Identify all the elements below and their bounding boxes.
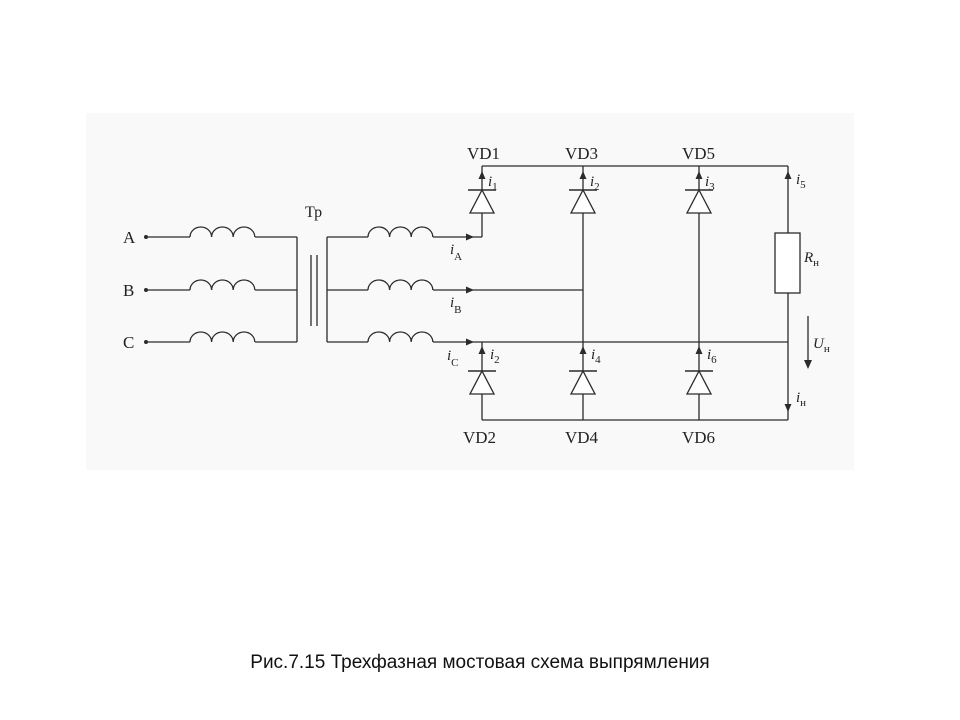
current-label-in: iн [796,390,806,409]
terminal-c-dot [144,340,148,344]
current-label-ib: iB [450,295,462,316]
current-arrow-ia [466,233,474,241]
current-arrow-i6 [695,346,703,354]
diode-label-vd6: VD6 [682,428,715,447]
diode-label-vd3: VD3 [565,144,598,163]
figure-caption: Рис.7.15 Трехфазная мостовая схема выпря… [250,652,710,673]
current-label-i6: i6 [707,347,717,366]
current-arrow-i4 [579,346,587,354]
load-resistor-label: Rн [803,250,819,269]
diode-vd5-symbol [685,188,713,214]
transformer-label: Тр [305,204,322,221]
current-label-i1: i1 [488,174,498,193]
diode-vd6-symbol [685,369,713,395]
diode-vd3-symbol [569,188,597,214]
current-label-ia: iA [450,242,462,263]
current-label-i3: i3 [705,174,715,193]
current-arrow-ic [466,338,474,346]
load-voltage-label: Uн [813,336,830,355]
current-arrow-in [784,404,792,412]
current-arrow-i3 [695,171,703,179]
diode-vd2-symbol [468,369,496,395]
terminal-b-dot [144,288,148,292]
terminal-a-dot [144,235,148,239]
phase-label-a: A [123,228,136,247]
current-label-i4: i4 [591,347,601,366]
diode-label-vd2: VD2 [463,428,496,447]
diode-vd1-symbol [468,188,496,214]
diode-label-vd1: VD1 [467,144,500,163]
current-label-i2-bottom: i2 [490,347,500,366]
current-arrow-i5 [784,171,792,179]
voltage-arrow-un [804,360,812,369]
diode-label-vd4: VD4 [565,428,599,447]
current-label-i5: i5 [796,172,806,191]
current-arrow-i2-top [579,171,587,179]
load-resistor [774,232,801,294]
current-label-i2-top: i2 [590,174,600,193]
current-arrow-i2-bottom [478,346,486,354]
phase-label-b: B [123,281,134,300]
current-label-ic: iC [447,348,459,369]
current-arrow-i1 [478,171,486,179]
phase-label-c: C [123,333,134,352]
diode-vd4-symbol [569,369,597,395]
current-arrow-ib [466,286,474,294]
diode-label-vd5: VD5 [682,144,715,163]
